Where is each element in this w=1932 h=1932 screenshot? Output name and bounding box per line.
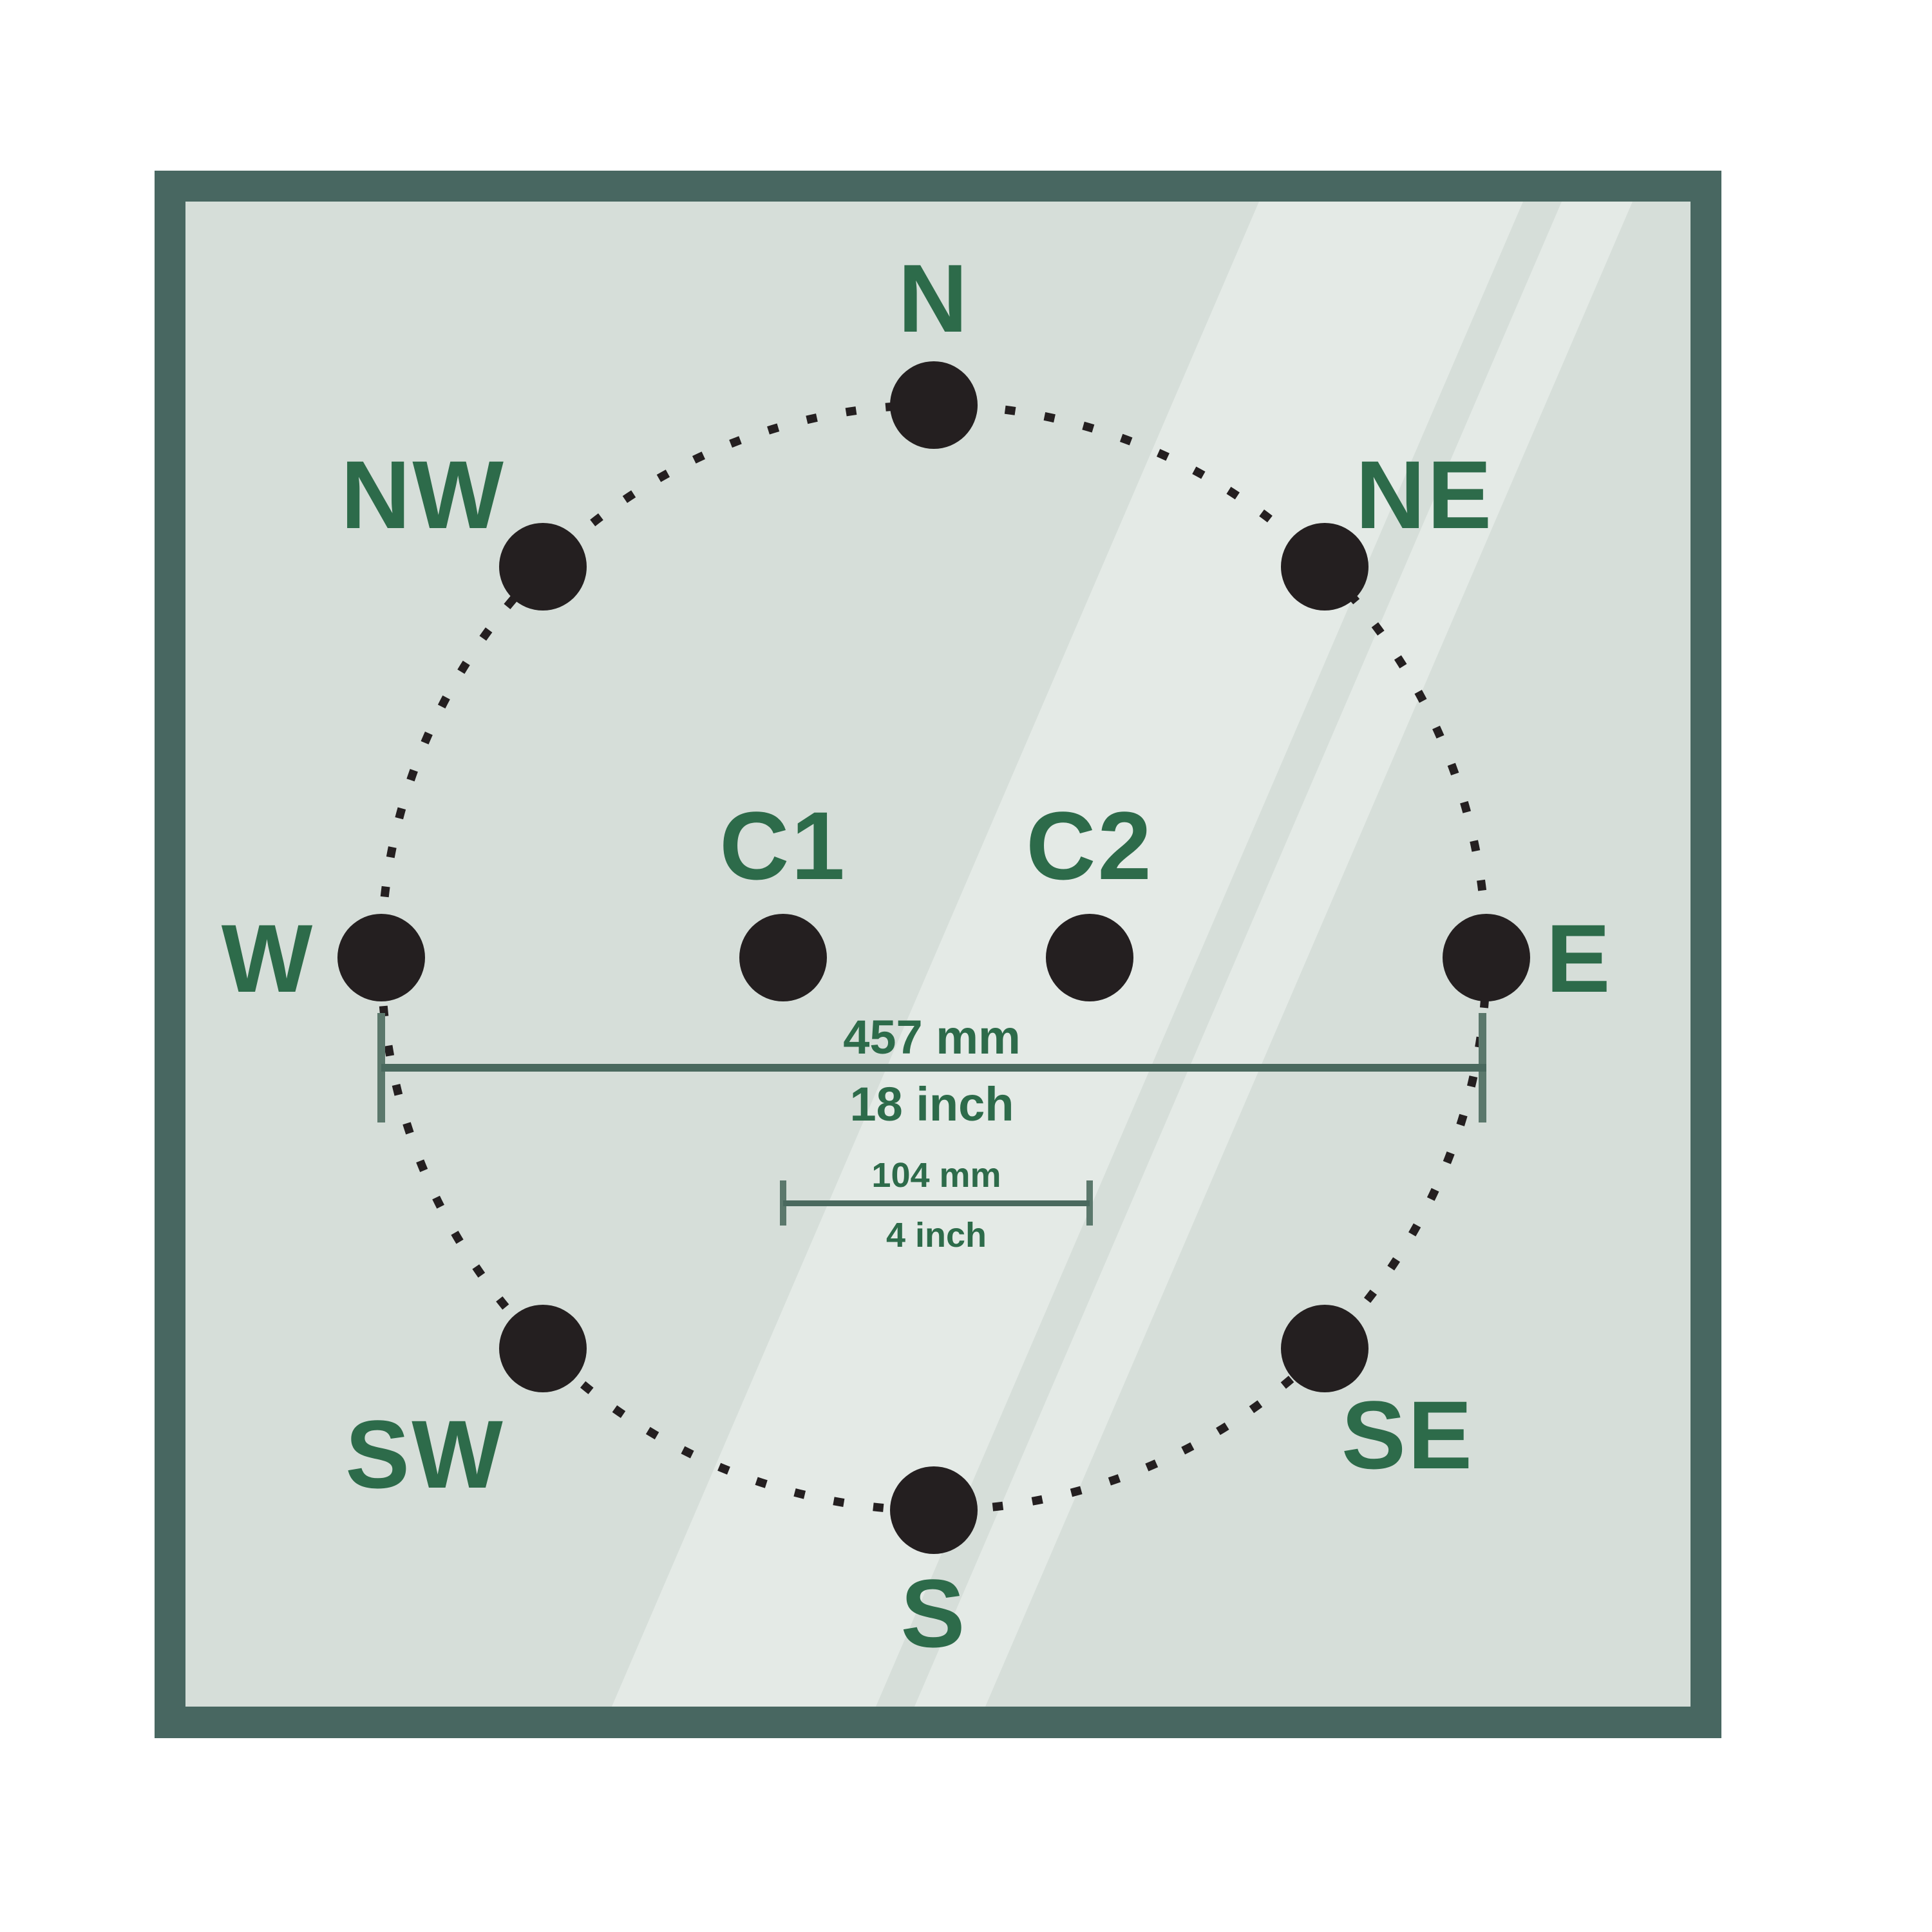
diameter-dimension: 457 mm 18 inch — [377, 1010, 1486, 1131]
label-southeast: SE — [1341, 1381, 1474, 1489]
diameter-imperial-label: 18 inch — [850, 1077, 1014, 1131]
mount-dot-west — [337, 914, 425, 1001]
mount-dot-south — [890, 1466, 978, 1554]
center-spacing-dimension: 104 mm 4 inch — [780, 1156, 1093, 1255]
mount-dot-southwest — [499, 1305, 587, 1392]
center-metric-label: 104 mm — [871, 1156, 1001, 1195]
mount-dot-northeast — [1281, 523, 1368, 611]
label-northeast: NE — [1356, 440, 1493, 549]
mount-dot-southeast — [1281, 1305, 1368, 1392]
label-center2: C2 — [1026, 791, 1153, 900]
mount-dot-northwest — [499, 523, 587, 611]
mount-dot-north — [890, 361, 978, 449]
label-south: S — [900, 1559, 967, 1667]
mount-dot-east — [1443, 914, 1530, 1001]
label-center1: C1 — [719, 791, 847, 900]
center-dimension-line — [783, 1200, 1090, 1206]
mount-dot-center1 — [739, 914, 827, 1001]
diameter-dimension-line — [381, 1064, 1486, 1072]
glare-band-narrow — [914, 202, 1633, 1707]
label-west: W — [222, 904, 315, 1012]
mount-dot-center2 — [1046, 914, 1133, 1001]
label-northwest: NW — [341, 440, 506, 549]
label-east: E — [1546, 904, 1612, 1012]
diameter-metric-label: 457 mm — [843, 1010, 1021, 1064]
center-imperial-label: 4 inch — [886, 1216, 987, 1255]
label-southwest: SW — [345, 1400, 505, 1508]
label-north: N — [898, 244, 969, 352]
